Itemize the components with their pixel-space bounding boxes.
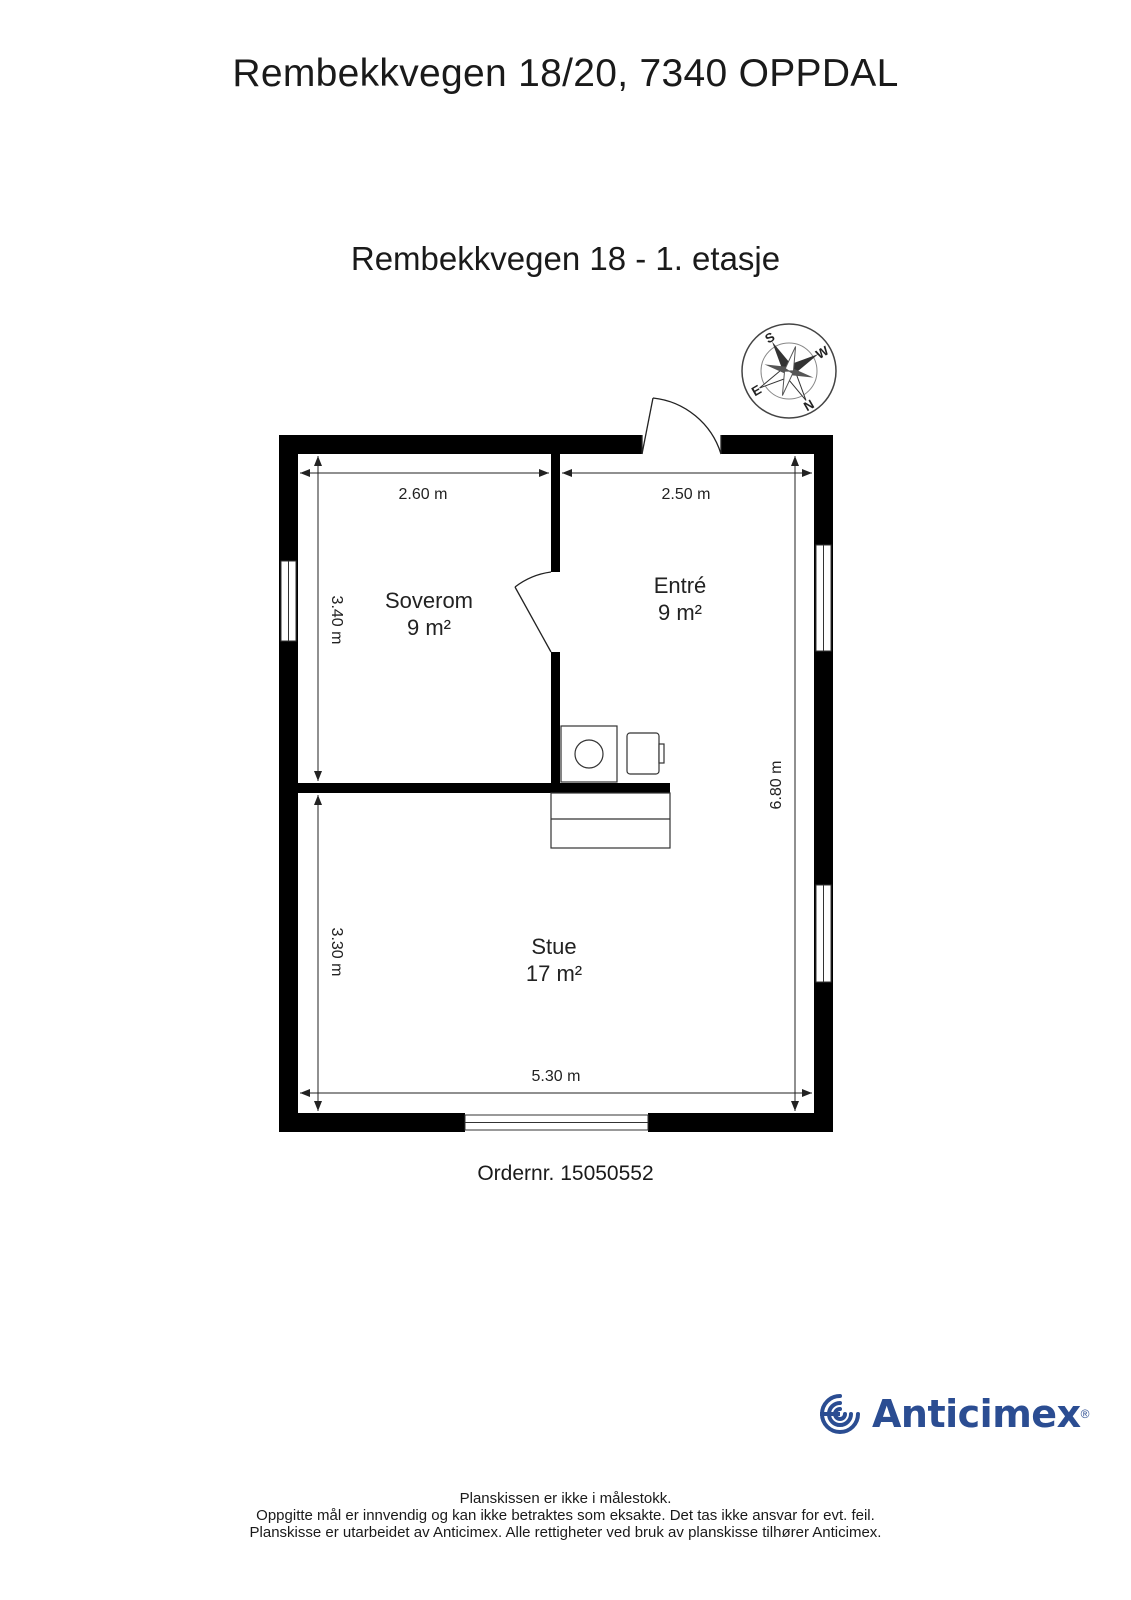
dim-entre-width: 2.50 m (662, 486, 711, 503)
dim-soverom-width: 2.60 m (399, 486, 448, 503)
door-soverom (514, 571, 552, 653)
brand-registered-mark: ® (1080, 1407, 1090, 1421)
disclaimer-line-2: Oppgitte mål er innvendig og kan ikke be… (256, 1507, 875, 1524)
bench (550, 792, 671, 849)
disclaimer: Planskissen er ikke i målestokk. Oppgitt… (0, 1490, 1131, 1541)
dim-total-depth: 6.80 m (768, 761, 785, 810)
room-stue-area: 17 m² (526, 961, 582, 986)
address-title: Rembekkvegen 18/20, 7340 OPPDAL (232, 52, 899, 95)
dim-stue-depth: 3.30 m (328, 928, 345, 977)
room-entre-area: 9 m² (658, 600, 702, 625)
brand-logo: Anticimex® (816, 1389, 1089, 1439)
room-entre-name: Entré (654, 573, 707, 598)
dryer (626, 732, 665, 775)
disclaimer-line-3: Planskisse er utarbeidet av Anticimex. A… (249, 1524, 882, 1541)
disclaimer-line-1: Planskissen er ikke i målestokk. (459, 1490, 672, 1507)
door-entrance (641, 397, 722, 455)
room-stue-name: Stue (531, 934, 576, 959)
floor-title: Rembekkvegen 18 - 1. etasje (350, 240, 781, 277)
brand-name: Anticimex (872, 1392, 1081, 1436)
compass-icon: S E N W (741, 323, 837, 419)
room-soverom-area: 9 m² (407, 615, 451, 640)
room-soverom-name: Soverom (385, 588, 473, 613)
windows (280, 544, 832, 1131)
interior-walls (279, 435, 670, 793)
anticimex-logo-icon (820, 1394, 860, 1434)
washing-machine (560, 725, 618, 783)
dim-soverom-depth: 3.40 m (328, 596, 345, 645)
dimension-lines (300, 456, 812, 1111)
dim-total-width: 5.30 m (532, 1068, 581, 1085)
order-number: Ordernr. 15050552 (477, 1162, 654, 1185)
